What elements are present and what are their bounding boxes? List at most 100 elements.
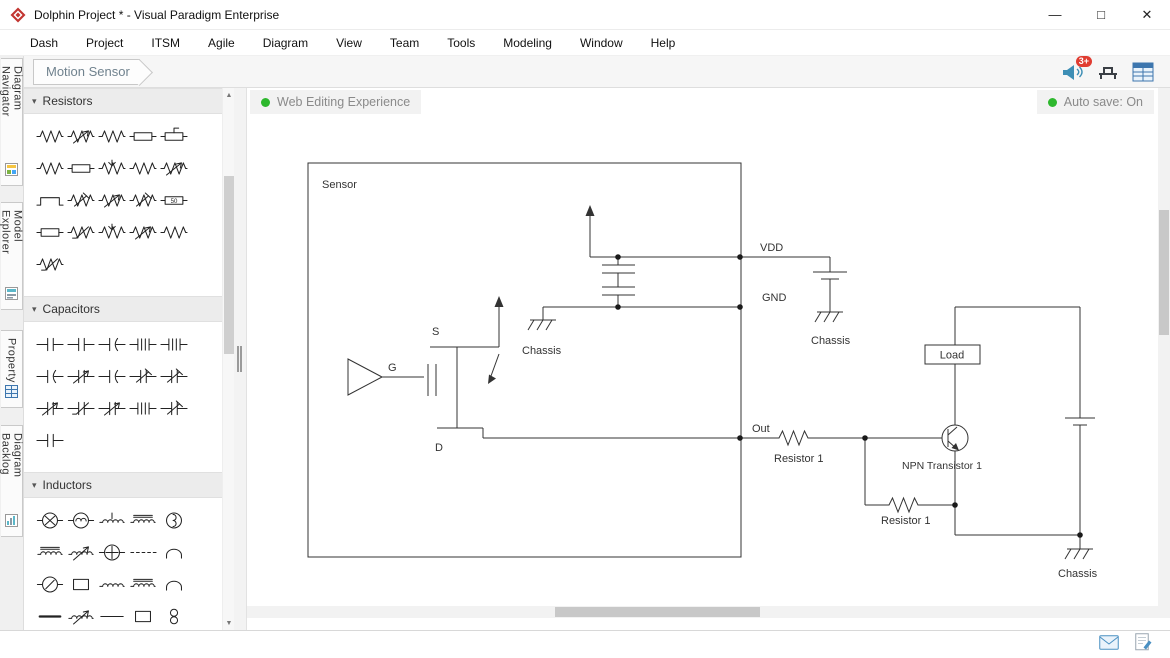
resistor-box-tapped-icon[interactable] [158, 120, 189, 152]
resistor-adjustable-icon[interactable] [96, 184, 127, 216]
inductor-circled-slash-icon[interactable] [34, 568, 65, 600]
panel-splitter[interactable] [234, 88, 247, 630]
horizontal-scrollbar[interactable] [247, 606, 1158, 618]
chassis-ground-left[interactable] [527, 319, 556, 331]
capacitor-polarized-2-icon[interactable] [96, 360, 127, 392]
resistor-low-value-icon[interactable] [96, 120, 127, 152]
resistor-box-icon[interactable] [127, 120, 158, 152]
resistor-thermistor-icon[interactable] [65, 216, 96, 248]
splitter-handle-icon[interactable] [237, 346, 242, 372]
capacitor-preset-icon[interactable] [158, 392, 189, 424]
dock-tab-property[interactable]: Property [1, 330, 23, 408]
breadcrumb-tab-motion-sensor[interactable]: Motion Sensor [33, 58, 140, 85]
inductor-powder-core-icon[interactable] [127, 568, 158, 600]
load-element[interactable] [924, 307, 981, 365]
menu-agile[interactable]: Agile [208, 35, 235, 50]
resistor-wirewound-2-icon[interactable] [158, 216, 189, 248]
dock-tab-model-explorer[interactable]: Model Explorer [0, 202, 24, 310]
inductor-coupled-icon[interactable] [158, 600, 189, 630]
inductor-core-2-icon[interactable] [34, 536, 65, 568]
gnd-rail[interactable] [542, 306, 740, 320]
menu-view[interactable]: View [336, 35, 362, 50]
inductor-iron-core-icon[interactable] [127, 504, 158, 536]
mosfet-sensor-element[interactable] [347, 296, 504, 438]
menu-dash[interactable]: Dash [30, 35, 59, 50]
menu-tools[interactable]: Tools [447, 35, 476, 50]
palette-scroll-up-button[interactable]: ▲ [225, 91, 233, 99]
inductor-half-turn-2-icon[interactable] [158, 568, 189, 600]
resistor-thermistor-2-icon[interactable] [34, 248, 65, 280]
capacitor-feedthrough-icon[interactable] [158, 328, 189, 360]
inductor-variable-icon[interactable] [65, 536, 96, 568]
menu-window[interactable]: Window [579, 35, 623, 50]
resistor-variable-icon[interactable] [65, 120, 96, 152]
menu-diagram[interactable]: Diagram [262, 35, 309, 50]
diagram-canvas-area[interactable]: Sensor G S D VDD GND Out Chassis Chassis… [247, 88, 1170, 630]
menu-project[interactable]: Project [86, 35, 124, 50]
dock-tab-diagram-navigator[interactable]: Diagram Navigator [0, 58, 24, 186]
capacitor-multiplate-icon[interactable] [127, 328, 158, 360]
capacitor-variable-icon[interactable] [65, 360, 96, 392]
maximize-button[interactable]: □ [1097, 7, 1105, 22]
resistor-variable-2-icon[interactable] [158, 152, 189, 184]
menu-help[interactable]: Help [650, 35, 676, 50]
chassis-ground-right[interactable] [1064, 548, 1093, 560]
menu-itsm[interactable]: ITSM [151, 35, 181, 50]
resistor-icon[interactable] [34, 120, 65, 152]
vdd-rail[interactable] [585, 205, 831, 258]
inductor-tapped-icon[interactable] [96, 504, 127, 536]
collector-loop[interactable] [955, 306, 1095, 549]
sensor-container[interactable] [307, 162, 742, 558]
inductor-frame-2-icon[interactable] [127, 600, 158, 630]
menu-team[interactable]: Team [389, 35, 420, 50]
capacitor-icon[interactable] [34, 328, 65, 360]
resistor-box-2-icon[interactable] [65, 152, 96, 184]
inductor-circled-vertical-icon[interactable] [158, 504, 189, 536]
inductor-circled-coil-icon[interactable] [65, 504, 96, 536]
workbench-icon[interactable] [1095, 60, 1121, 84]
resistor-shunt-icon[interactable] [34, 184, 65, 216]
capacitor-trimmer-icon[interactable] [158, 360, 189, 392]
decoupling-capacitors[interactable] [602, 257, 635, 307]
palette-section-header[interactable]: ▾Inductors [24, 472, 222, 498]
palette-scroll-down-button[interactable]: ▼ [225, 619, 233, 627]
palette-scrollbar-thumb[interactable] [224, 176, 234, 354]
message-icon[interactable] [1099, 634, 1119, 655]
inductor-variable-2-icon[interactable] [65, 600, 96, 630]
inductor-circled-cross-icon[interactable] [34, 504, 65, 536]
capacitor-small-icon[interactable] [34, 424, 65, 456]
inductor-half-turn-icon[interactable] [158, 536, 189, 568]
chassis-ground-top[interactable] [814, 311, 843, 323]
resistor-1-out[interactable] [775, 429, 865, 447]
minimize-button[interactable]: — [1048, 7, 1062, 22]
capacitor-trimmer-vertical-icon[interactable] [127, 360, 158, 392]
circuit-diagram[interactable]: Sensor G S D VDD GND Out Chassis Chassis… [247, 88, 1158, 618]
supply-battery[interactable] [813, 257, 847, 312]
horizontal-scrollbar-thumb[interactable] [555, 607, 760, 617]
resistor-preset-icon[interactable] [65, 184, 96, 216]
announcement-icon[interactable]: 3+ [1060, 55, 1092, 84]
resistor-box-3-icon[interactable] [34, 216, 65, 248]
inductor-frame-icon[interactable] [65, 568, 96, 600]
npn-transistor-1[interactable] [941, 364, 969, 535]
vertical-scrollbar[interactable] [1158, 88, 1170, 618]
capacitor-2-icon[interactable] [65, 328, 96, 360]
resistor-trimmer-icon[interactable] [127, 184, 158, 216]
palette-section-header[interactable]: ▾Capacitors [24, 296, 222, 322]
inductor-dashed-icon[interactable] [127, 536, 158, 568]
menu-modeling[interactable]: Modeling [503, 35, 552, 50]
vertical-scrollbar-thumb[interactable] [1159, 210, 1169, 335]
resistor-box-50-icon[interactable]: 50 [158, 184, 189, 216]
dock-tab-diagram-backlog[interactable]: Diagram Backlog [0, 425, 24, 537]
inductor-bar-icon[interactable] [34, 600, 65, 630]
resistor-variable-3-icon[interactable] [127, 216, 158, 248]
resistor-wirewound-icon[interactable] [34, 152, 65, 184]
resistor-potentiometer-icon[interactable] [96, 152, 127, 184]
capacitor-split-icon[interactable] [127, 392, 158, 424]
form-diagram-icon[interactable] [1130, 60, 1156, 84]
inductor-coil-icon[interactable] [96, 568, 127, 600]
resistor-tapped-icon[interactable] [96, 216, 127, 248]
capacitor-temperature-icon[interactable] [65, 392, 96, 424]
inductor-line-icon[interactable] [96, 600, 127, 630]
capacitor-differential-icon[interactable] [96, 392, 127, 424]
